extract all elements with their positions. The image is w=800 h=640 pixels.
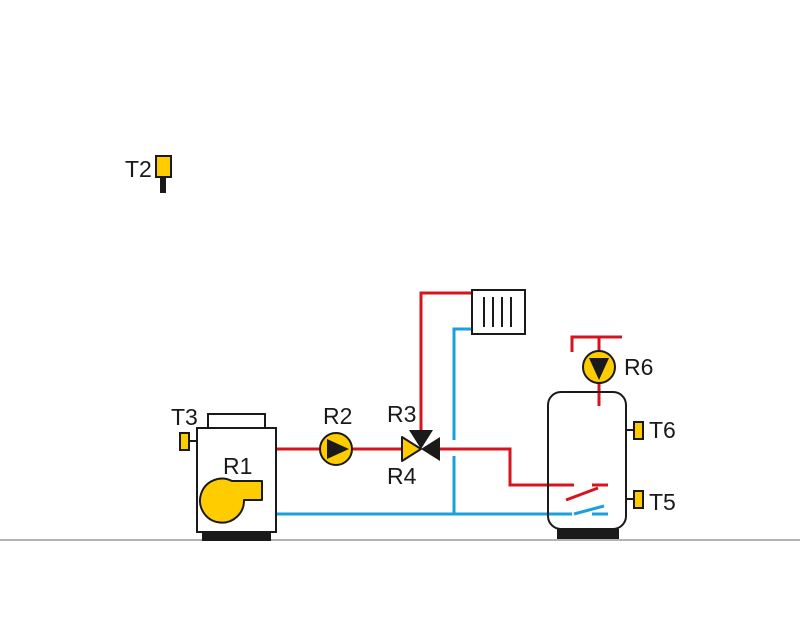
- radiator-fins: [483, 297, 512, 327]
- hot-water-cylinder: [547, 391, 627, 539]
- sensor-t3: T3: [171, 404, 198, 451]
- return-pipe-radiator: [452, 327, 472, 440]
- pump-r6: R6: [582, 350, 653, 384]
- label-r1: R1: [223, 453, 252, 479]
- pump-r2: R2: [319, 403, 353, 466]
- supply-pipe-cylinder-coil: [440, 447, 556, 487]
- sensor-t6-icon: [633, 421, 644, 440]
- boiler-top-cap: [207, 413, 266, 429]
- sensor-t2: T2: [125, 155, 172, 193]
- sensor-t5-icon: [633, 490, 644, 509]
- cylinder-body: [547, 391, 627, 530]
- valve-left-wedge: [401, 436, 422, 462]
- boiler: R1: [196, 413, 277, 541]
- cylinder-base: [557, 529, 619, 539]
- three-way-valve: R3 R4: [387, 401, 440, 489]
- label-r3: R3: [387, 401, 416, 427]
- supply-pipes: [276, 291, 622, 502]
- cylinder-coil-return-2: [573, 504, 605, 516]
- valve-top-wedge: [409, 430, 433, 449]
- pump-r6-arrow: [589, 358, 609, 380]
- label-t3: T3: [171, 404, 198, 430]
- label-t6: T6: [649, 417, 676, 443]
- label-t2: T2: [125, 156, 152, 182]
- pump-r2-arrow: [327, 439, 349, 459]
- sensor-t2-icon: [155, 155, 172, 178]
- valve-right-wedge: [421, 437, 440, 461]
- sensor-t3-icon: [179, 432, 190, 451]
- radiator-body: [471, 289, 526, 335]
- sensor-t2-stem: [160, 177, 166, 193]
- dhw-outlet-pipe: [570, 335, 622, 352]
- label-r4: R4: [387, 463, 417, 489]
- burner-fan-icon: [199, 477, 263, 524]
- cylinder-coil-supply-2: [565, 486, 599, 502]
- sensor-t5: T5: [626, 489, 676, 515]
- sensor-t6: T6: [626, 417, 676, 443]
- boiler-base: [202, 532, 271, 541]
- return-pipes: [276, 327, 608, 516]
- supply-pipe-radiator: [419, 291, 472, 431]
- radiator: [471, 289, 526, 335]
- label-t5: T5: [649, 489, 676, 515]
- label-r6: R6: [624, 354, 653, 380]
- label-r2: R2: [323, 403, 352, 429]
